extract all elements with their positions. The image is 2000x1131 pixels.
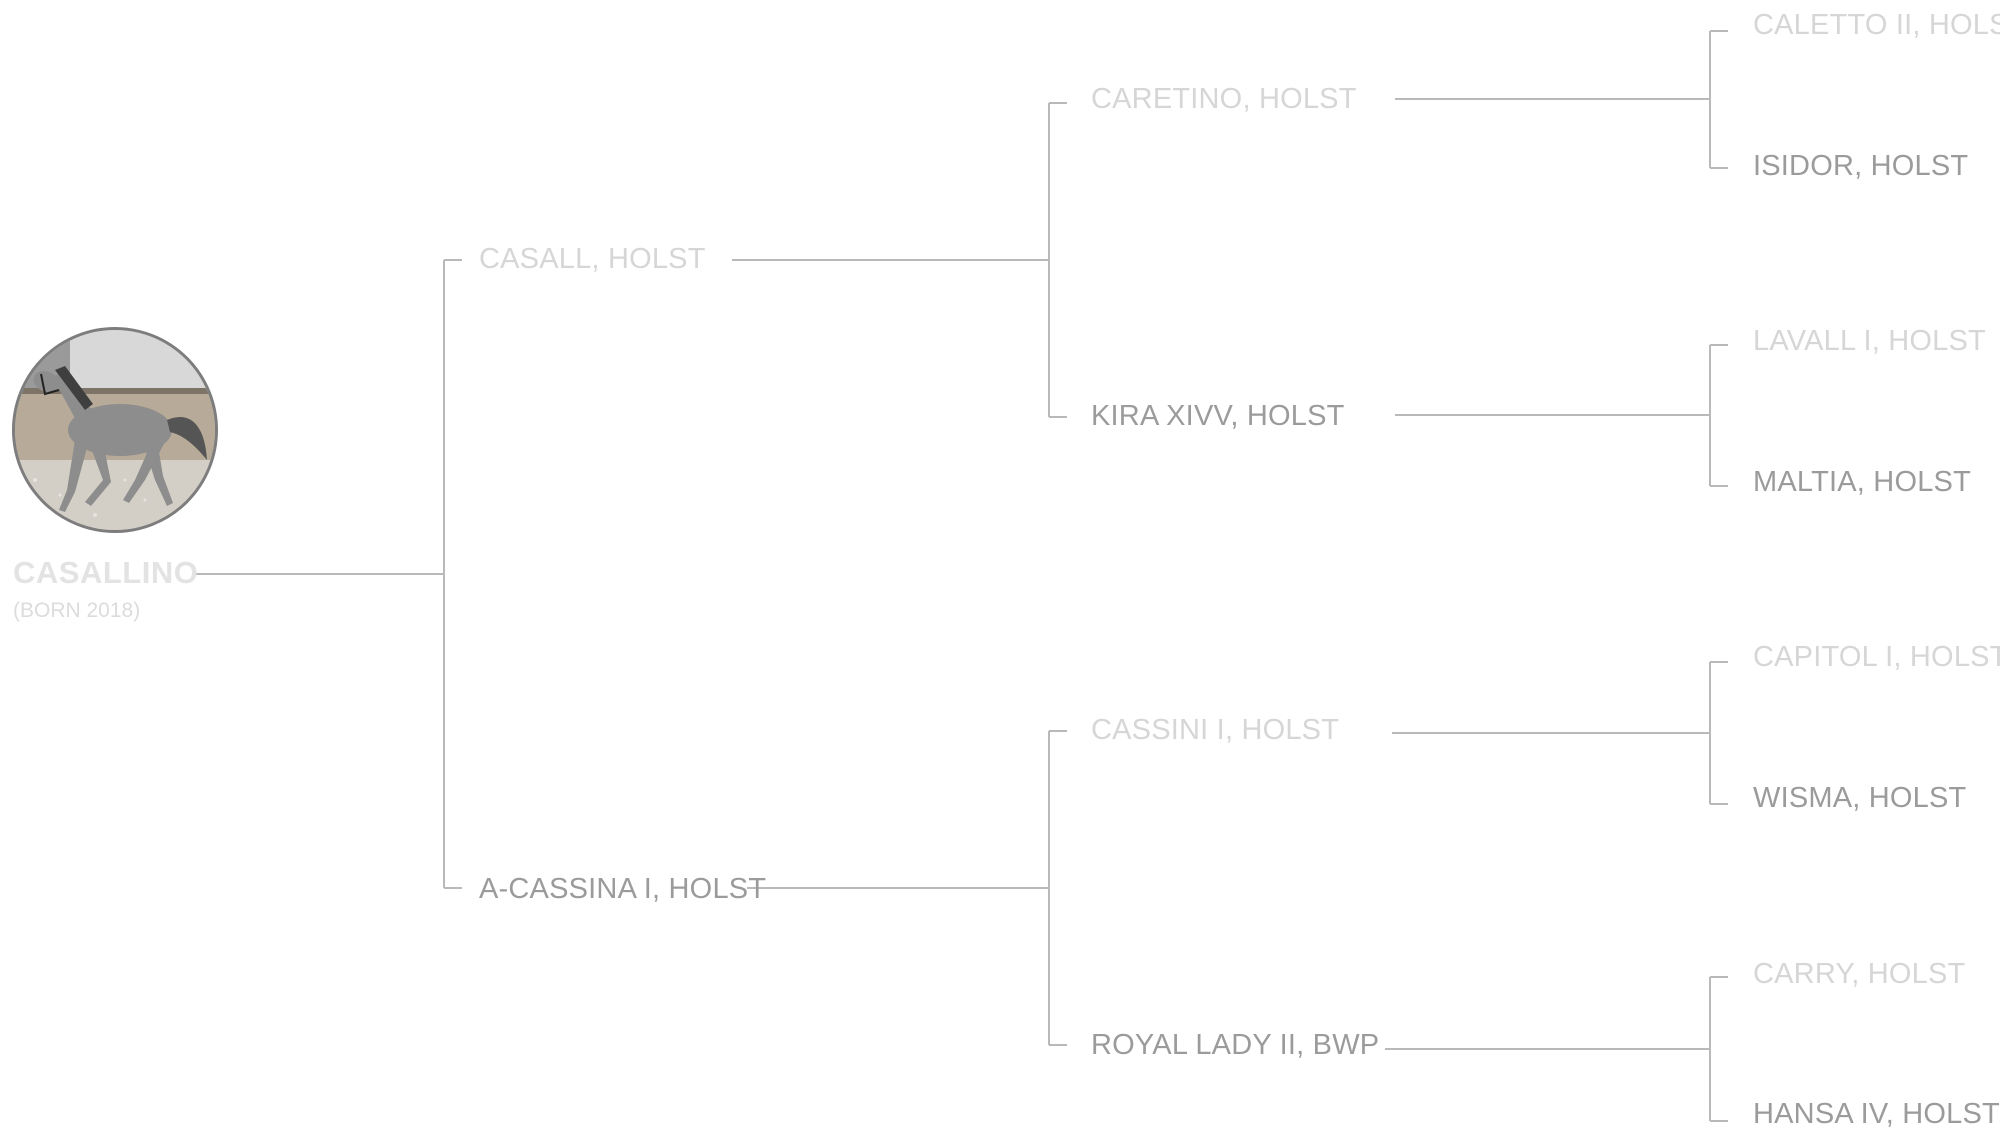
- sire-dam-label: KIRA XIVV, HOLST: [1091, 400, 1345, 432]
- great-grandparent-7-label: CARRY, HOLST: [1753, 958, 1966, 990]
- subject-birth-year: (BORN 2018): [13, 599, 141, 622]
- sire-label: CASALL, HOLST: [479, 243, 706, 275]
- great-grandparent-5-label: CAPITOL I, HOLST: [1753, 641, 2000, 673]
- great-grandparent-4-label: MALTIA, HOLST: [1753, 466, 1971, 498]
- great-grandparent-8-label: HANSA IV, HOLST: [1753, 1098, 2000, 1130]
- subject-name: CASALLINO: [13, 555, 199, 590]
- great-grandparent-1-label: CALETTO II, HOLST: [1753, 9, 2000, 41]
- dam-dam-label: ROYAL LADY II, BWP: [1091, 1029, 1380, 1061]
- sire-sire-label: CARETINO, HOLST: [1091, 83, 1357, 115]
- dam-label: A-CASSINA I, HOLST: [479, 873, 767, 905]
- great-grandparent-6-label: WISMA, HOLST: [1753, 782, 1967, 814]
- horse-photo: [12, 327, 218, 533]
- great-grandparent-3-label: LAVALL I, HOLST: [1753, 325, 1986, 357]
- great-grandparent-2-label: ISIDOR, HOLST: [1753, 150, 1969, 182]
- dam-sire-label: CASSINI I, HOLST: [1091, 714, 1340, 746]
